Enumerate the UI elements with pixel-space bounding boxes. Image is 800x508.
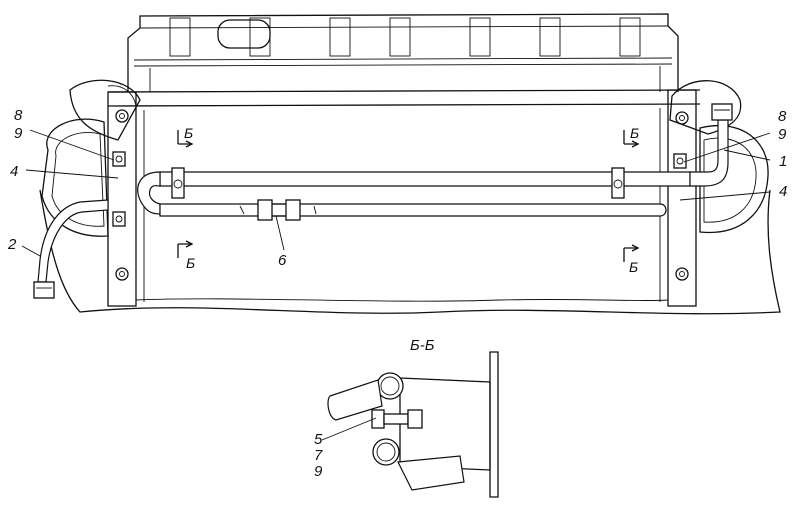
callout-c-6: 6	[278, 252, 287, 269]
right-side-tank	[669, 80, 769, 234]
section-mark-s-b-tr: Б	[630, 125, 639, 141]
radiator-core-frame	[39, 89, 781, 315]
callout-c-8-left: 8	[14, 107, 23, 124]
section-title: Б-Б	[410, 337, 435, 354]
lower-pipe	[159, 203, 667, 217]
section-detail-view	[321, 351, 499, 498]
section-mark-s-b-br: Б	[629, 259, 638, 275]
section-arrows	[177, 130, 640, 262]
callout-c-5: 5	[314, 431, 323, 448]
pipe-clamps	[171, 167, 625, 199]
section-mark-s-b-tl: Б	[184, 125, 193, 141]
union-6	[239, 199, 317, 221]
callout-c-1: 1	[779, 153, 787, 170]
pipe-1-right-bend	[689, 103, 733, 187]
callout-c-4-left: 4	[10, 163, 18, 180]
left-side-tank	[41, 79, 141, 237]
pipe-2-left-drain	[33, 199, 109, 299]
callout-c-9-left: 9	[14, 125, 23, 142]
callout-c-7: 7	[314, 447, 323, 464]
radiator-header-tank	[127, 13, 679, 92]
callout-c-8-right: 8	[778, 108, 787, 125]
section-labels: Б Б Б Б	[184, 125, 639, 275]
callout-c-2: 2	[7, 236, 17, 253]
callout-c-4-right: 4	[779, 183, 787, 200]
upper-pipe	[137, 171, 691, 215]
callout-c-9-right: 9	[778, 126, 787, 143]
callout-c-9-detail: 9	[314, 463, 323, 480]
leader-lines	[21, 129, 771, 257]
bolts-8-9	[112, 151, 687, 227]
section-mark-s-b-bl: Б	[186, 255, 195, 271]
